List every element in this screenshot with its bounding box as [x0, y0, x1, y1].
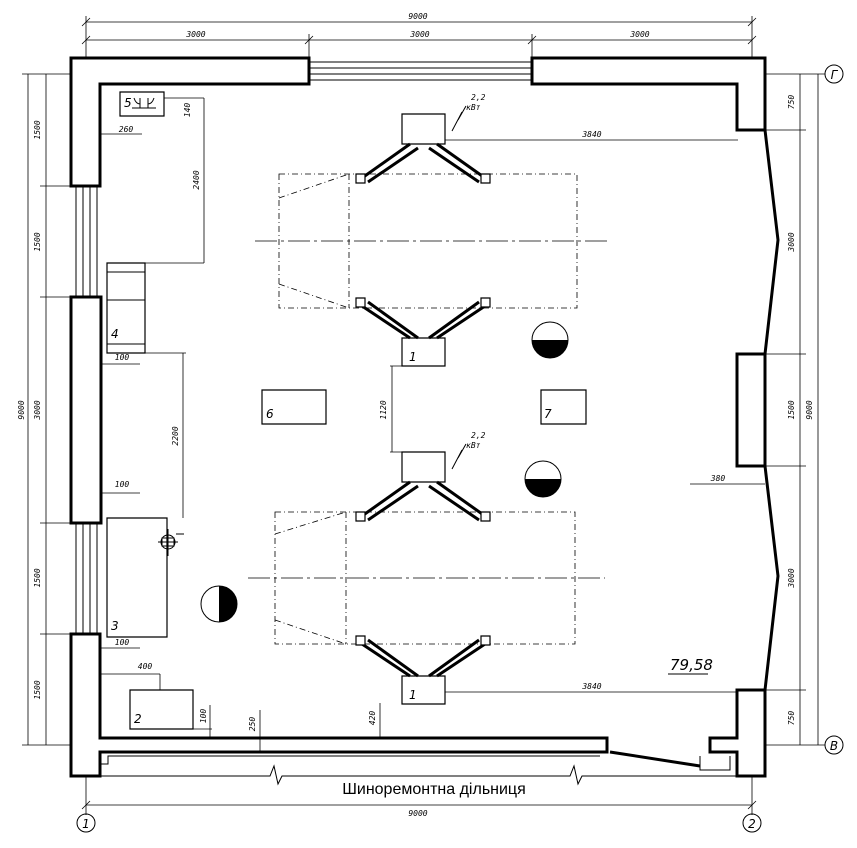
dim-380: 380 [710, 474, 726, 483]
equipment-7: 7 [541, 390, 586, 424]
right-dimension-chain: 750 3000 1500 9000 3000 750 [765, 74, 825, 745]
floor-ramp [100, 756, 737, 784]
lamp-3 [201, 586, 237, 622]
left-dimension-chain: 9000 1500 1500 3000 1500 1500 [17, 74, 71, 745]
axis-1-label: 1 [82, 817, 90, 831]
dim-top-seg-1: 3000 [185, 30, 205, 39]
lift-2-label: 1 [409, 688, 417, 702]
lift-1-power-unit: кВт [466, 103, 481, 112]
axis-g-label: Г [831, 68, 839, 82]
dim-left-overall: 9000 [17, 400, 26, 419]
equipment-3-label: 3 [111, 619, 119, 633]
dim-2400: 2400 [192, 170, 201, 189]
dim-100-b: 100 [115, 480, 130, 489]
lamp-1 [532, 322, 568, 358]
dim-3840-bottom: 3840 [581, 682, 601, 691]
walls [71, 58, 778, 784]
area-label: 79,58 [670, 656, 713, 674]
dim-250: 250 [248, 717, 257, 732]
wall-right-slant-upper [765, 130, 778, 354]
lift-1: 1 2,2 кВт [255, 93, 610, 366]
lift-2: 1 2,2 кВт [248, 431, 605, 704]
dim-right-overall: 9000 [805, 400, 814, 419]
wall-bottom-left [71, 634, 607, 776]
equipment-4: 4 [107, 263, 145, 353]
dim-right-3: 1500 [787, 400, 796, 419]
wall-top-right [532, 58, 765, 130]
window-left-lower [76, 523, 97, 634]
window-top [309, 62, 532, 80]
axis-marker-v: В [825, 736, 843, 754]
equipment-2-label: 2 [134, 712, 142, 726]
dim-100-a: 100 [115, 353, 130, 362]
wall-right-pillar [737, 354, 765, 466]
equipment-5-label: 5 [124, 96, 132, 110]
axis-2-label: 2 [748, 817, 756, 831]
dim-left-1: 1500 [33, 120, 42, 139]
axis-v-label: В [830, 739, 838, 753]
lift-2-power-unit: кВт [466, 441, 481, 450]
equipment-2: 2 [130, 690, 193, 729]
axis-marker-g: Г [825, 65, 843, 83]
dim-100-d: 100 [199, 709, 208, 724]
dim-right-1: 750 [787, 95, 796, 110]
equipment-4-label: 4 [111, 327, 119, 341]
dim-400: 400 [138, 662, 153, 671]
dim-260: 260 [119, 125, 134, 134]
dim-right-5: 750 [787, 711, 796, 726]
dim-left-5: 1500 [33, 680, 42, 699]
top-dimension-chain: 9000 3000 3000 3000 [82, 12, 756, 60]
equipment-6-label: 6 [266, 407, 274, 421]
equipment-6: 6 [262, 390, 326, 424]
dim-left-4: 1500 [33, 568, 42, 587]
bottom-dimension: 9000 [82, 776, 756, 818]
dim-140: 140 [183, 103, 192, 118]
dim-3840-top: 3840 [581, 130, 601, 139]
wall-bottom-right [710, 690, 765, 776]
dim-overall-width: 9000 [408, 12, 427, 21]
wall-right-slant-lower [765, 466, 778, 690]
dim-right-2: 3000 [787, 232, 796, 252]
dim-top-seg-2: 3000 [409, 30, 429, 39]
dim-left-2: 1500 [33, 232, 42, 251]
dim-420: 420 [368, 711, 377, 726]
axis-marker-2: 2 [743, 812, 761, 832]
dim-right-4: 3000 [787, 568, 796, 588]
dim-100-c: 100 [115, 638, 130, 647]
window-left-upper [76, 186, 97, 297]
axis-marker-1: 1 [77, 812, 95, 832]
lift-1-power: 2,2 [471, 93, 486, 102]
equipment-3: 3 [107, 518, 184, 637]
wall-top-left [71, 58, 309, 186]
door-leaf [610, 752, 700, 766]
dim-1120: 1120 [379, 400, 388, 419]
lift-1-label: 1 [409, 350, 417, 364]
lift-2-power: 2,2 [471, 431, 486, 440]
dim-top-seg-3: 3000 [629, 30, 649, 39]
wall-left-middle [71, 297, 101, 523]
dim-left-3: 3000 [33, 400, 42, 420]
equipment-5: 5 [120, 92, 164, 116]
dim-2200: 2200 [171, 426, 180, 445]
lamp-2 [525, 461, 561, 497]
drawing-title: Шиноремонтна дільниця [342, 781, 526, 798]
dim-bottom-width: 9000 [408, 809, 427, 818]
equipment-7-label: 7 [544, 407, 552, 421]
